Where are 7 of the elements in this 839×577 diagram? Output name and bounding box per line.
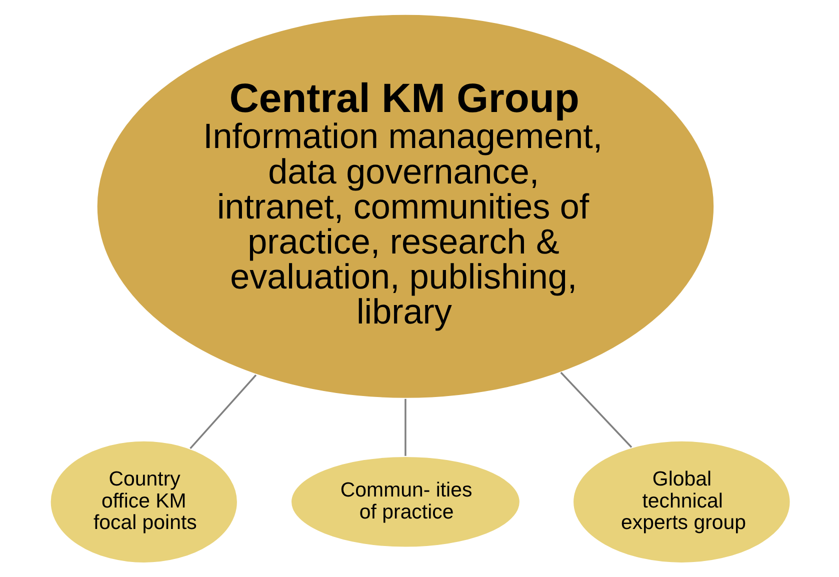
connector [189, 374, 256, 450]
connector [404, 398, 406, 456]
node-ellipse: Central KM Group Information management, data governance, intranet, communities of practice, research & evaluation, publishing, library [95, 13, 715, 400]
node-ellipse: Global technical experts group [572, 440, 791, 564]
node-ellipse: Commun- ities of practice [290, 456, 520, 548]
connector [560, 372, 632, 448]
node-ellipse: Country office KM focal points [48, 440, 238, 564]
